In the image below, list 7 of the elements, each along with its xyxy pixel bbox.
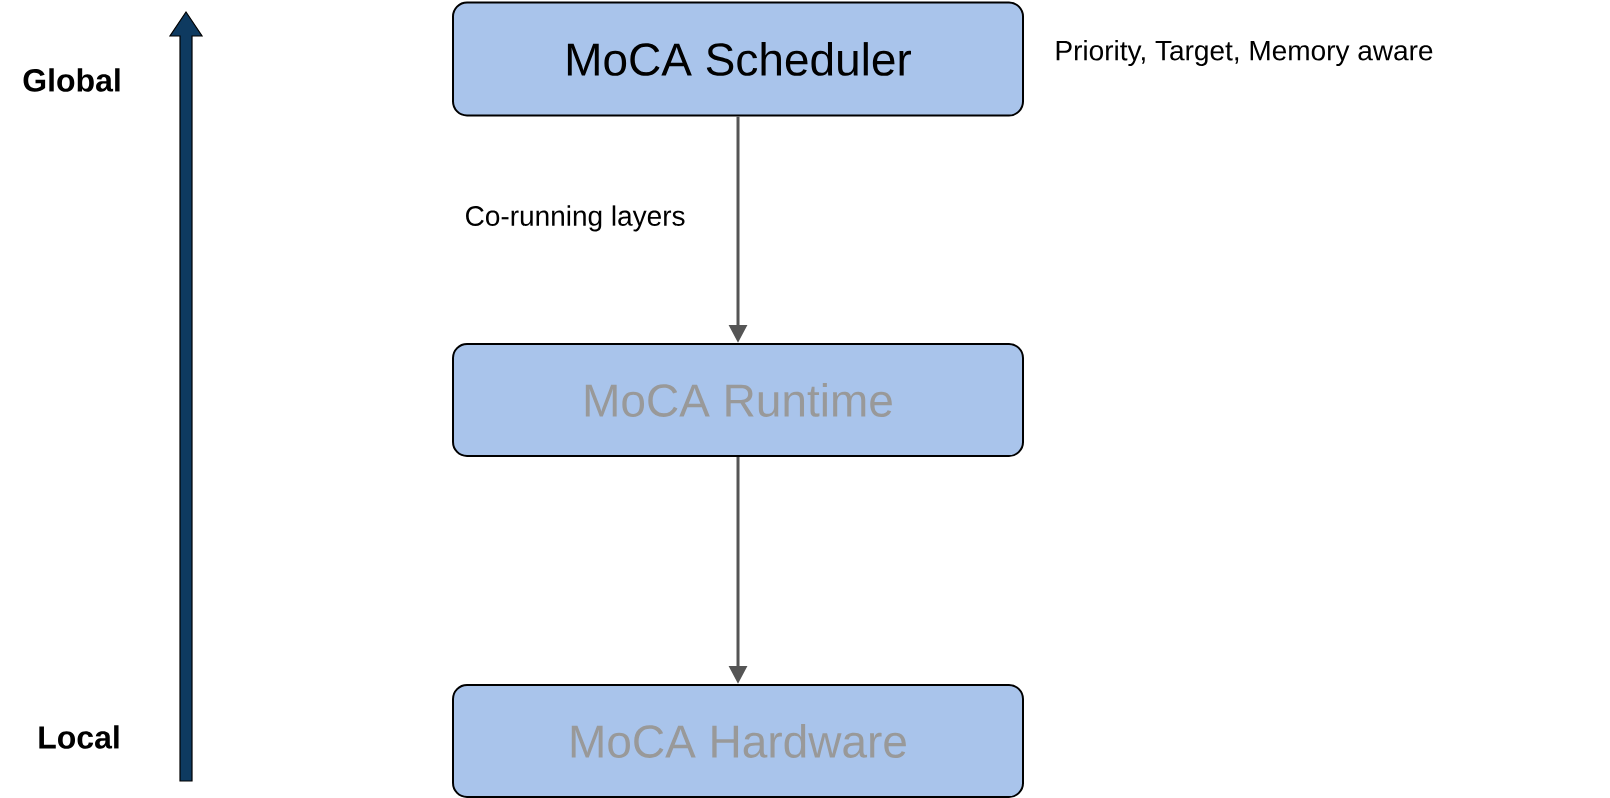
- axis-label: Local: [39, 725, 119, 749]
- axis-label: Global: [23, 68, 120, 92]
- process-box: MoCA Hardware: [452, 684, 1024, 798]
- process-box: MoCA Runtime: [452, 343, 1024, 457]
- edge-label: Co-running layers: [466, 205, 685, 232]
- process-box: MoCA Scheduler: [452, 1, 1024, 117]
- annotation-text: Priority, Target, Memory aware: [1056, 39, 1433, 67]
